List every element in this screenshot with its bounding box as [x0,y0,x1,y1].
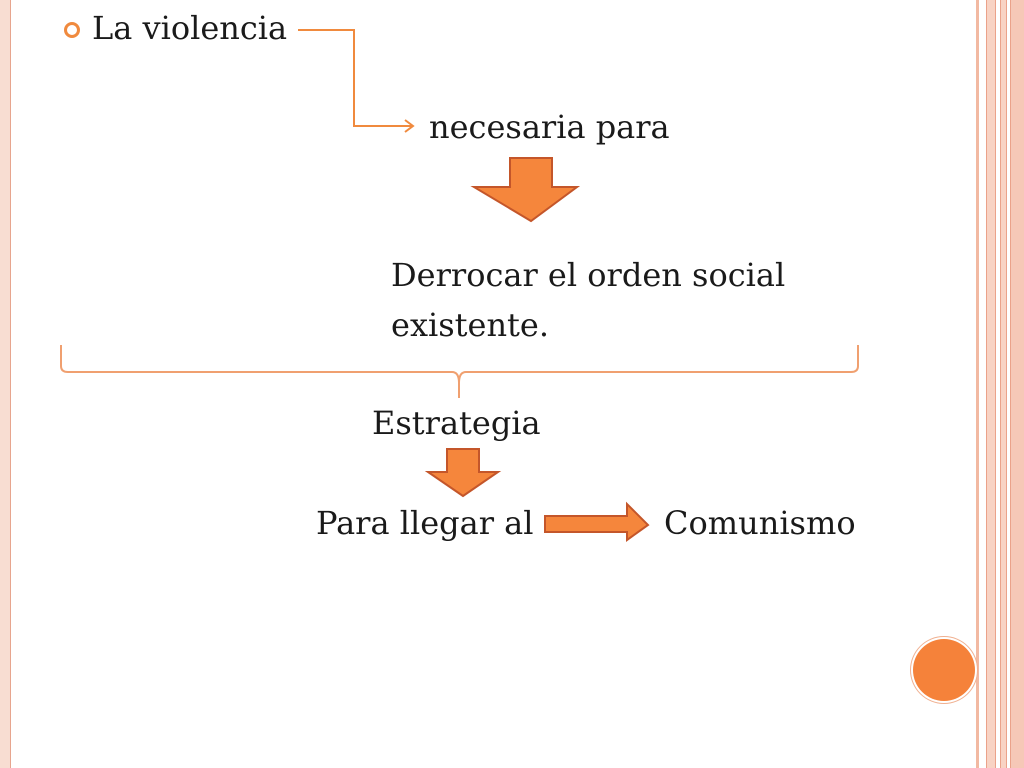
label-estrategia: Estrategia [372,404,541,442]
frame-stripe [986,0,996,768]
small-down-arrow-icon [424,448,502,498]
decorative-circle [913,639,975,701]
label-comunismo: Comunismo [664,504,856,542]
bullet-icon [64,22,80,38]
frame-stripe [1000,0,1007,768]
connector-line [298,29,412,127]
frame-stripe [1010,0,1024,768]
right-arrow-icon [544,501,650,542]
frame-stripe [976,0,979,768]
label-necesaria-para: necesaria para [429,108,670,146]
connector-arrowhead-icon [404,119,415,133]
label-para-llegar: Para llegar al [316,504,534,542]
left-frame-border [0,0,11,768]
label-derrocar-line2: existente. [391,306,550,344]
bullet-text: La violencia [92,9,288,47]
down-arrow-icon [470,157,581,223]
brace-icon [60,345,859,398]
label-derrocar-line1: Derrocar el orden social [391,256,786,294]
